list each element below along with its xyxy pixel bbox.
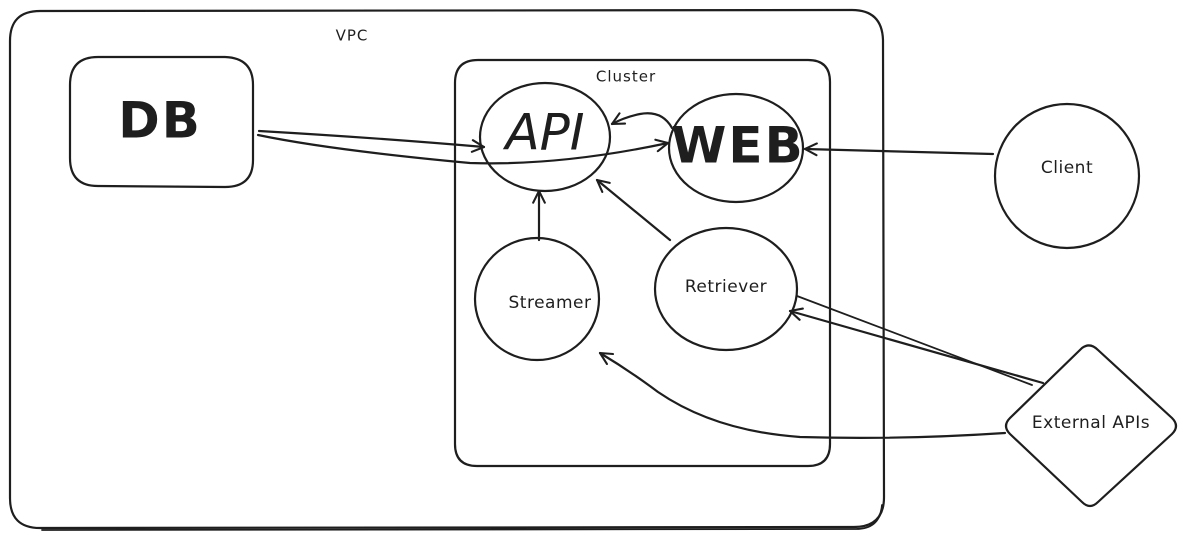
vpc-label: VPC <box>336 27 369 45</box>
cluster-group: Cluster <box>453 58 832 468</box>
api-label: API <box>502 104 584 162</box>
vpc-group: VPC <box>8 8 886 531</box>
edge-db-to-web <box>256 133 670 165</box>
db-node: DB <box>68 55 255 189</box>
client-label: Client <box>1041 158 1093 178</box>
edge-external-to-retriever <box>788 307 1045 385</box>
web-label: WEB <box>671 117 804 175</box>
vpc-boundary-sketch <box>41 504 883 531</box>
external-apis-label: External APIs <box>1032 413 1150 433</box>
external-apis-diamond <box>1004 344 1178 508</box>
api-node: API <box>478 81 612 193</box>
db-box <box>68 55 255 189</box>
external-apis-node: External APIs <box>1004 344 1178 508</box>
edge-web-to-api <box>610 112 674 130</box>
streamer-node: Streamer <box>473 236 601 362</box>
cluster-label: Cluster <box>596 68 656 86</box>
vpc-boundary <box>8 8 886 530</box>
edge-db-to-api <box>257 129 486 153</box>
streamer-ellipse <box>473 236 601 362</box>
web-node: WEB <box>667 92 805 204</box>
edge-external-to-retriever-sketch <box>796 295 1033 386</box>
streamer-label: Streamer <box>509 293 592 313</box>
db-label: DB <box>118 92 202 150</box>
edge-external-to-streamer <box>598 351 1007 439</box>
client-node: Client <box>993 102 1141 250</box>
edge-client-to-web <box>803 142 995 157</box>
edge-retriever-to-api <box>595 178 672 242</box>
retriever-ellipse <box>653 226 799 352</box>
cluster-boundary <box>453 58 832 468</box>
edges <box>256 112 1045 439</box>
retriever-node: Retriever <box>653 226 799 352</box>
client-circle <box>993 102 1141 250</box>
retriever-label: Retriever <box>685 277 767 297</box>
